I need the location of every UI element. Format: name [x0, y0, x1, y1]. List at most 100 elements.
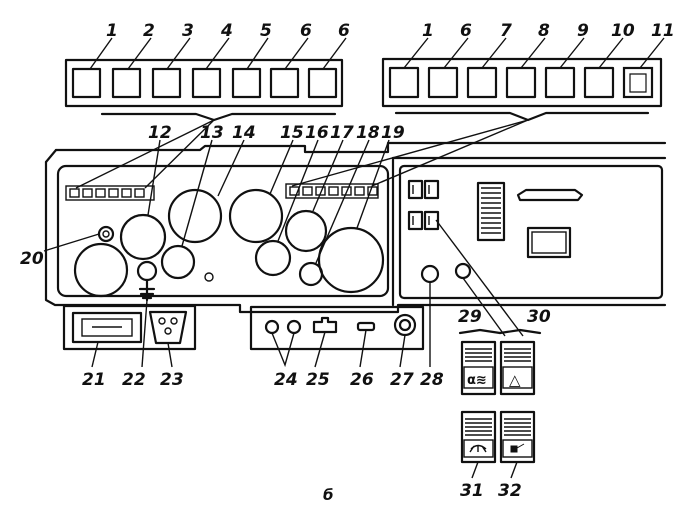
cluster-lamps-right — [285, 183, 379, 199]
callout-5: 5 — [260, 21, 272, 41]
switch-30 — [499, 340, 536, 396]
lamp-9 — [544, 66, 576, 99]
lamp-24a — [264, 319, 280, 335]
callout-9: 9 — [577, 21, 589, 41]
callout-7: 7 — [500, 21, 512, 41]
callout-20: 20 — [20, 249, 44, 269]
lamp-6b — [307, 67, 338, 99]
vent — [476, 181, 506, 242]
callout-27: 27 — [390, 370, 414, 390]
right-section — [398, 164, 664, 300]
radio-slot — [526, 226, 572, 259]
right-section-contents — [407, 179, 584, 284]
gauge-left-large — [73, 242, 129, 298]
switch-30-symbol: △ — [509, 371, 521, 389]
lamp-5 — [231, 67, 262, 99]
lamp-24b — [286, 319, 302, 335]
gauge-17 — [284, 209, 328, 253]
callout-18: 18 — [356, 123, 380, 143]
callout-16: 16 — [305, 123, 329, 143]
rocker-switches — [458, 328, 542, 479]
callout-numbers: 1 2 3 4 5 6 6 1 6 7 8 9 10 11 12 13 14 1… — [20, 21, 675, 504]
plate-21 — [71, 311, 143, 344]
callout-11: 11 — [651, 21, 675, 41]
callout-6b: 6 — [338, 21, 350, 41]
callout-1a: 1 — [106, 21, 118, 41]
lamp-11 — [622, 66, 654, 99]
gauge-12 — [119, 213, 167, 261]
callout-31: 31 — [460, 481, 484, 501]
slot-26 — [356, 321, 376, 332]
knob-28 — [420, 264, 440, 284]
knob-20 — [97, 225, 115, 243]
button-22 — [136, 260, 158, 282]
gauge-13 — [160, 244, 196, 280]
instrument-cluster — [56, 164, 390, 298]
callout-13: 13 — [200, 123, 224, 143]
gauge-19 — [317, 226, 385, 294]
lamp-6c — [427, 66, 459, 99]
switch-25 — [312, 316, 338, 334]
callout-2: 2 — [143, 21, 155, 41]
brace-left — [100, 112, 337, 122]
headlight-icon — [469, 444, 487, 453]
switch-29-symbol: α≋ — [467, 373, 487, 388]
callout-6a: 6 — [300, 21, 312, 41]
indicator-strip-right — [381, 37, 665, 108]
indicator-strip-left-frame — [64, 58, 344, 108]
sub-caption: б — [323, 486, 333, 504]
switch-32 — [499, 410, 536, 464]
callout-15: 15 — [280, 123, 304, 143]
callout-1b: 1 — [422, 21, 434, 41]
lamp-4 — [191, 67, 222, 99]
main-panel — [44, 141, 667, 314]
callout-21: 21 — [82, 370, 106, 390]
callout-32: 32 — [498, 481, 522, 501]
indicator-strip-left — [64, 37, 347, 108]
callout-23: 23 — [160, 370, 184, 390]
callout-17: 17 — [330, 123, 354, 143]
lamp-7 — [466, 66, 498, 99]
indicator-strip-right-frame — [381, 57, 663, 108]
gauge-14 — [167, 188, 223, 244]
gauges — [73, 188, 385, 298]
light-icon — [510, 443, 525, 453]
switch-29 — [460, 340, 497, 396]
callout-30: 30 — [527, 307, 551, 327]
symbol-22 — [138, 278, 156, 302]
callout-12: 12 — [148, 123, 172, 143]
ashtray — [516, 188, 584, 202]
cluster-lamps-left — [65, 185, 155, 201]
socket-23 — [148, 310, 188, 345]
callout-14: 14 — [232, 123, 256, 143]
lamp-3 — [151, 67, 182, 99]
callout-28: 28 — [420, 370, 444, 390]
gauge-15 — [228, 188, 284, 244]
bottom-left-block — [62, 304, 197, 368]
callout-4: 4 — [220, 21, 233, 41]
lamp-8 — [505, 66, 537, 99]
gauge-16 — [254, 239, 292, 277]
callout-25: 25 — [306, 370, 330, 390]
callout-10: 10 — [611, 21, 635, 41]
bottom-middle-block — [249, 305, 425, 368]
lamp-1-right — [388, 66, 420, 99]
callout-22: 22 — [122, 370, 146, 390]
brace-right — [394, 111, 650, 122]
knob-right — [454, 262, 472, 280]
switch-31 — [460, 410, 497, 464]
callout-19: 19 — [381, 123, 405, 143]
callout-3: 3 — [182, 21, 194, 41]
callout-8: 8 — [538, 21, 550, 41]
lamp-2 — [111, 67, 142, 99]
callout-26: 26 — [350, 370, 374, 390]
socket-27 — [393, 313, 417, 337]
lamp-6a — [269, 67, 300, 99]
lamp-10 — [583, 66, 615, 99]
callout-24: 24 — [274, 370, 298, 390]
lamp-1-left — [71, 67, 102, 99]
small-lamp — [204, 272, 214, 282]
callout-6c: 6 — [460, 21, 472, 41]
